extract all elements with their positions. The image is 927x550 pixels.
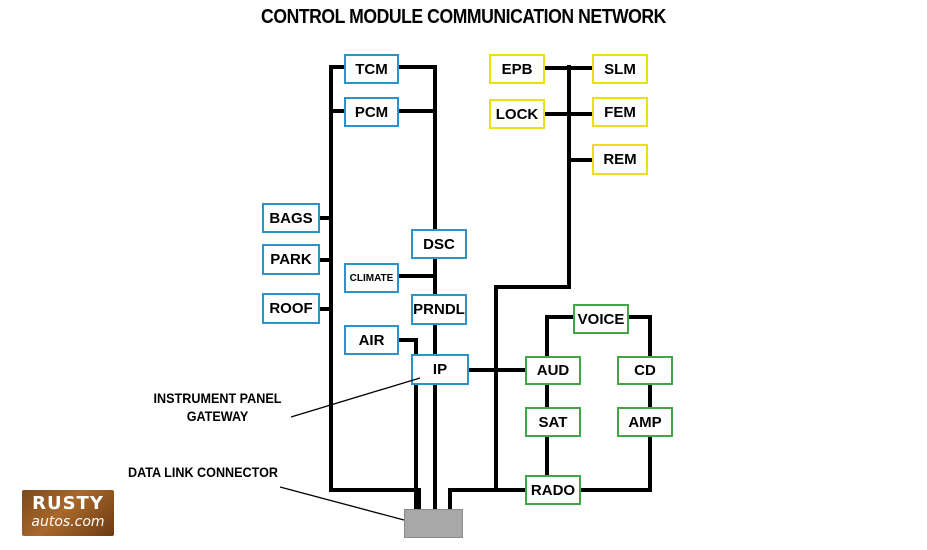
wire-rem	[567, 158, 593, 162]
wire-pcm-right	[398, 109, 435, 113]
dlc-pointer-line	[279, 486, 405, 521]
wire-roof	[320, 307, 332, 311]
rustyautos-logo: RUSTY autos.com	[22, 490, 114, 536]
module-prndl: PRNDL	[411, 294, 467, 325]
gateway-label-line1: INSTRUMENT PANEL	[153, 390, 282, 406]
wire-ip-aud	[469, 368, 527, 372]
module-air: AIR	[344, 325, 399, 355]
wire-air-v	[414, 338, 418, 510]
gateway-pointer-line	[290, 377, 421, 418]
data-link-connector	[404, 509, 463, 538]
module-bags: BAGS	[262, 203, 320, 233]
wire-voice-right-h	[628, 315, 652, 319]
module-amp: AMP	[617, 407, 673, 437]
wire-climate	[398, 274, 435, 278]
module-cd: CD	[617, 356, 673, 385]
wire-right-bend	[494, 285, 571, 289]
dlc-label: DATA LINK CONNECTOR	[128, 464, 279, 480]
logo-line2: autos.com	[31, 514, 105, 530]
diagram-title: CONTROL MODULE COMMUNICATION NETWORK	[261, 6, 666, 28]
wire-left-bottom	[329, 488, 421, 492]
wire-bags	[320, 216, 332, 220]
module-rem: REM	[592, 144, 648, 175]
logo-line1: RUSTY	[32, 493, 104, 514]
module-tcm: TCM	[344, 54, 399, 84]
module-pcm: PCM	[344, 97, 399, 127]
module-park: PARK	[262, 244, 320, 275]
wire-epb-slm	[545, 66, 593, 70]
wire-voice-right-v	[648, 315, 652, 357]
wire-right-bus	[567, 65, 571, 289]
module-climate: CLIMATE	[344, 263, 399, 293]
module-sat: SAT	[525, 407, 581, 437]
wire-aud-sat	[545, 384, 549, 408]
wire-sat-rado	[545, 436, 549, 476]
gateway-label-line2: GATEWAY	[186, 408, 249, 424]
wire-cd-amp	[648, 384, 652, 408]
wire-voice-left-h	[545, 315, 575, 319]
module-aud: AUD	[525, 356, 581, 385]
wire-bottom-drop	[448, 488, 452, 510]
module-ip: IP	[411, 354, 469, 385]
module-lock: LOCK	[489, 99, 545, 129]
wire-rado-amp	[580, 488, 652, 492]
wire-voice-left-v	[545, 315, 549, 357]
module-epb: EPB	[489, 54, 545, 84]
gateway-label: INSTRUMENT PANEL GATEWAY	[150, 389, 285, 425]
wire-left-drop	[417, 488, 421, 510]
wire-pcm-left	[329, 109, 345, 113]
wire-right-down	[494, 285, 498, 492]
module-rado: RADO	[525, 475, 581, 505]
wire-park	[320, 258, 332, 262]
wire-lock-fem	[545, 112, 593, 116]
wire-left-bus	[329, 65, 333, 492]
module-dsc: DSC	[411, 229, 467, 259]
wire-center-bus-upper	[433, 65, 437, 232]
wire-amp-down	[648, 436, 652, 492]
module-fem: FEM	[592, 97, 648, 127]
wire-bottom-join	[448, 488, 526, 492]
module-roof: ROOF	[262, 293, 320, 324]
module-voice: VOICE	[573, 304, 629, 334]
wire-air-h	[398, 338, 418, 342]
module-slm: SLM	[592, 54, 648, 84]
